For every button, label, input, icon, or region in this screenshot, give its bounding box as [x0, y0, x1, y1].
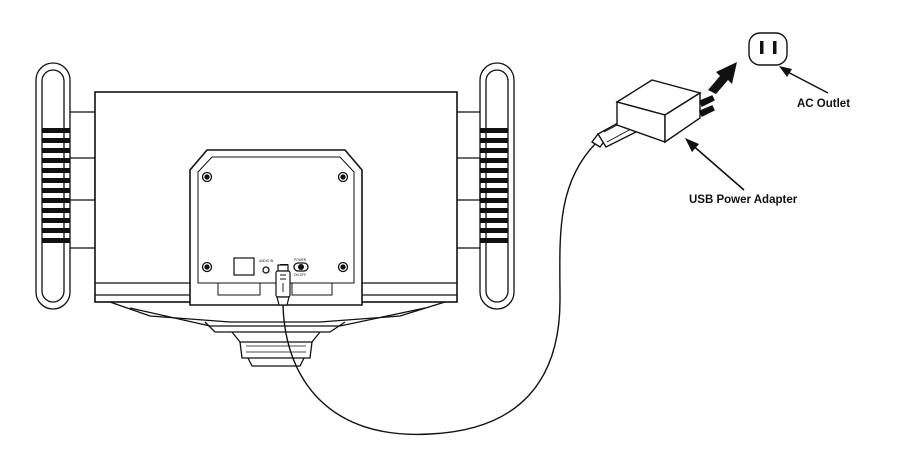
panel-square-button — [233, 257, 255, 276]
ac-outlet-icon — [748, 32, 788, 66]
rear-panel — [189, 149, 363, 306]
audio-in-jack — [262, 266, 270, 274]
adapter-pointer-arrow-icon — [685, 138, 745, 191]
usb-adapter-icon — [590, 79, 715, 148]
direction-arrow-icon — [708, 62, 737, 94]
panel-audio-in-label: AUDIO IN — [259, 259, 274, 263]
robot-device-icon — [35, 62, 515, 367]
usb-cable — [282, 142, 597, 436]
outlet-pointer-arrow-icon — [779, 66, 829, 94]
left-track-treads — [42, 128, 70, 243]
panel-screw-bottom-left — [201, 261, 213, 273]
power-switch — [293, 262, 309, 272]
right-track-treads — [480, 128, 508, 243]
panel-screw-top-left — [201, 171, 213, 183]
left-track — [35, 62, 96, 310]
panel-screw-top-right — [337, 171, 349, 183]
ac-outlet-label: AC Outlet — [797, 98, 850, 110]
right-track — [457, 62, 515, 310]
usb-power-adapter-label: USB Power Adapter — [689, 194, 798, 206]
panel-screw-bottom-right — [337, 261, 349, 273]
usb-plug-icon — [275, 264, 291, 306]
panel-switch-label: ON OFF — [294, 273, 306, 277]
panel-power-label: POWER — [294, 258, 307, 262]
